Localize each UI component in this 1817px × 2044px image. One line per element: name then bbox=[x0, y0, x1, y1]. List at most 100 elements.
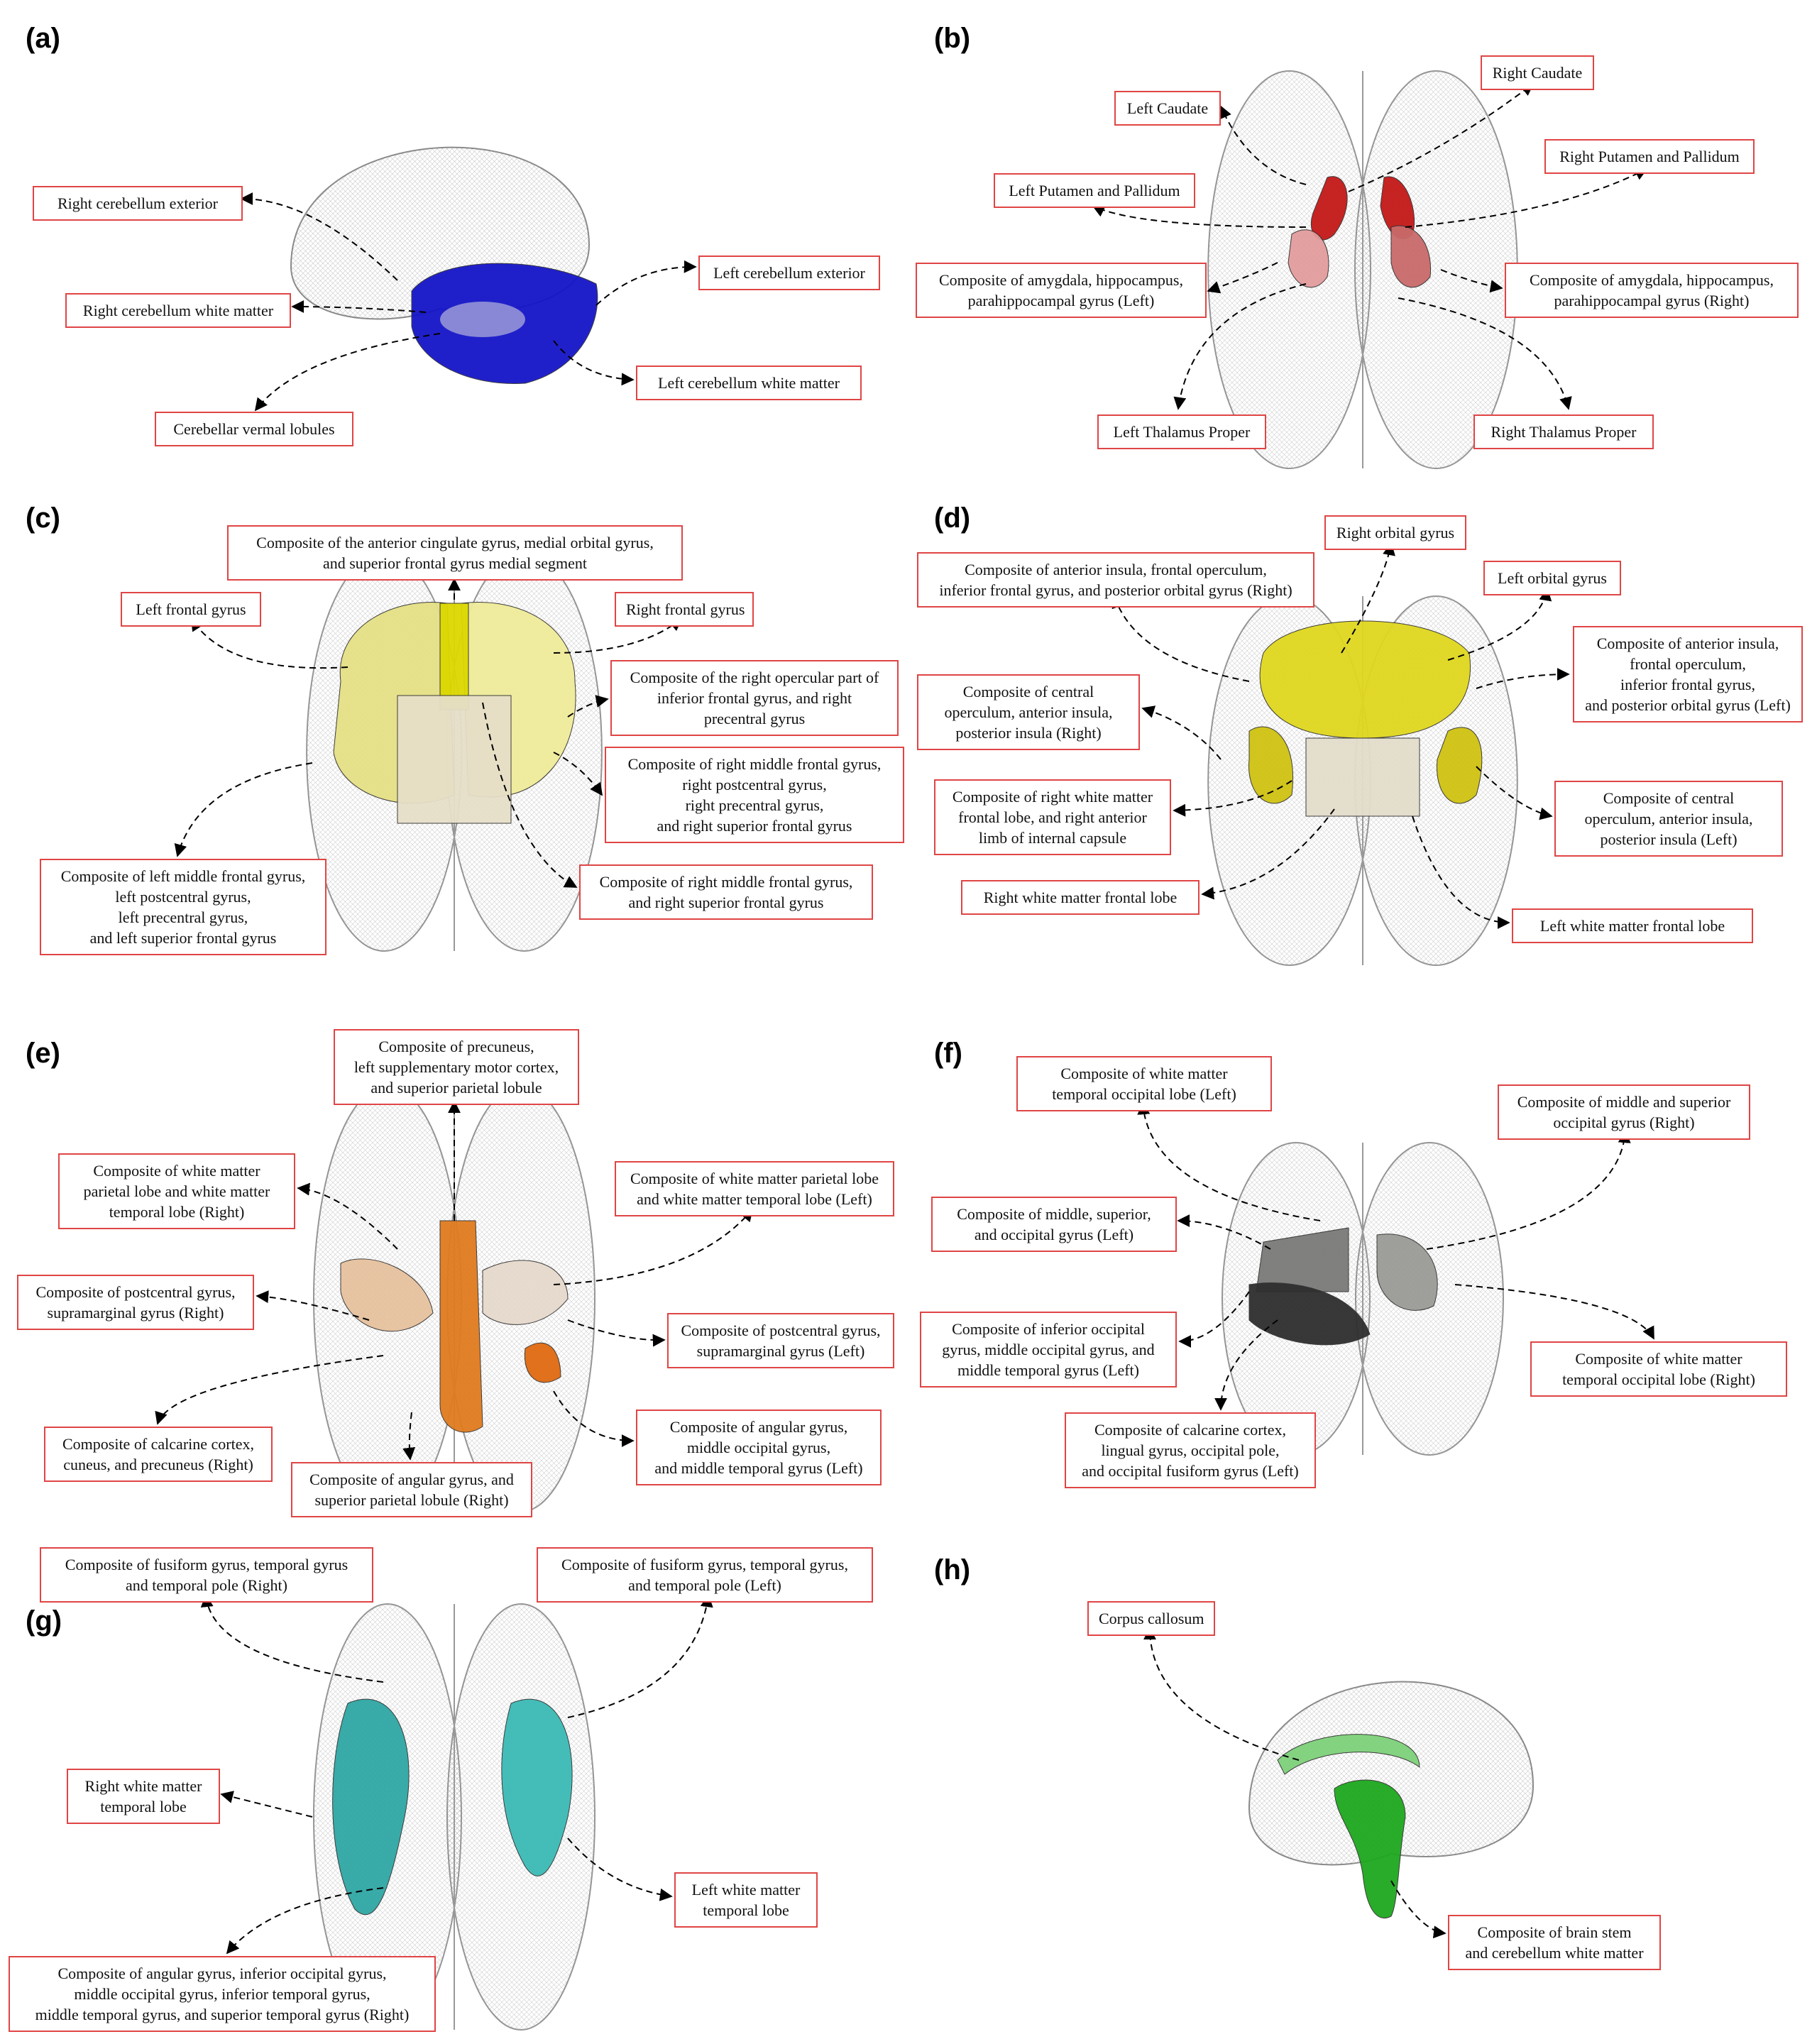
label-box-d-3: Composite of anterior insula,frontal ope… bbox=[1573, 626, 1803, 722]
brain-renderings bbox=[290, 70, 1535, 2031]
label-line: left precentral gyrus, bbox=[118, 908, 248, 926]
label-line: posterior insula (Right) bbox=[955, 724, 1102, 742]
label-box-c-4: Composite of right middle frontal gyrus,… bbox=[605, 747, 904, 843]
label-line: Left Thalamus Proper bbox=[1113, 423, 1251, 441]
label-box-b-6: Left Thalamus Proper bbox=[1097, 414, 1266, 449]
label-line: Composite of right middle frontal gyrus, bbox=[627, 755, 882, 773]
label-box-g-1: Composite of fusiform gyrus, temporal gy… bbox=[537, 1547, 873, 1603]
label-line: parietal lobe and white matter bbox=[83, 1182, 270, 1200]
label-box-g-0: Composite of fusiform gyrus, temporal gy… bbox=[40, 1547, 373, 1603]
label-line: middle occipital gyrus, inferior tempora… bbox=[74, 1985, 370, 2003]
panel-letter-h: (h) bbox=[934, 1554, 971, 1586]
label-box-c-6: Composite of right middle frontal gyrus,… bbox=[579, 864, 873, 920]
label-line: Left white matter frontal lobe bbox=[1539, 917, 1725, 935]
label-box-h-0: Corpus callosum bbox=[1087, 1601, 1215, 1636]
label-box-e-4: Composite of postcentral gyrus,supramarg… bbox=[667, 1313, 894, 1368]
label-line: right precentral gyrus, bbox=[685, 796, 824, 814]
label-line: and superior parietal lobule bbox=[370, 1079, 542, 1097]
panel-letter-d: (d) bbox=[934, 502, 971, 534]
leader-arrow-a-4 bbox=[254, 333, 441, 412]
label-box-d-7: Right white matter frontal lobe bbox=[961, 880, 1200, 915]
label-box-g-4: Composite of angular gyrus, inferior occ… bbox=[9, 1956, 436, 2032]
label-line: Composite of white matter bbox=[1575, 1350, 1742, 1368]
orbital-d bbox=[1259, 620, 1471, 739]
label-line: Composite of right white matter bbox=[952, 788, 1153, 806]
angular-e bbox=[524, 1342, 561, 1383]
left-putamen-b bbox=[1288, 229, 1329, 288]
leader-arrow-d-0 bbox=[1341, 542, 1395, 654]
brain-stem-h bbox=[1334, 1779, 1406, 1918]
leader-arrow-e-5 bbox=[155, 1355, 384, 1425]
label-line: Corpus callosum bbox=[1099, 1610, 1204, 1627]
label-line: occipital gyrus (Right) bbox=[1553, 1114, 1695, 1131]
label-line: Composite of left middle frontal gyrus, bbox=[60, 867, 306, 885]
label-line: and left superior frontal gyrus bbox=[89, 929, 277, 947]
label-line: Composite of angular gyrus, and bbox=[309, 1471, 514, 1488]
leader-arrow-e-1 bbox=[297, 1182, 398, 1250]
leader-arrow-a-1 bbox=[595, 260, 697, 306]
label-line: Left frontal gyrus bbox=[136, 600, 246, 618]
label-box-c-1: Left frontal gyrus bbox=[121, 592, 261, 627]
leader-arrow-h-1 bbox=[1390, 1880, 1447, 1939]
leader-arrow-d-2 bbox=[1447, 588, 1552, 661]
leader-arrow-d-7 bbox=[1201, 808, 1335, 900]
leader-arrow-d-4 bbox=[1141, 705, 1222, 760]
leader-arrow-b-7 bbox=[1398, 297, 1572, 410]
label-line: Composite of fusiform gyrus, temporal gy… bbox=[65, 1556, 348, 1573]
panel-letter-c: (c) bbox=[26, 502, 60, 534]
label-line: Right frontal gyrus bbox=[626, 600, 745, 618]
leader-arrow-b-5 bbox=[1440, 269, 1503, 293]
occ-left-f bbox=[1256, 1227, 1349, 1292]
label-line: operculum, anterior insula, bbox=[944, 703, 1113, 721]
label-box-b-4: Composite of amygdala, hippocampus,parah… bbox=[916, 263, 1207, 318]
label-line: Right Thalamus Proper bbox=[1491, 423, 1637, 441]
leader-arrow-f-2 bbox=[1177, 1214, 1271, 1250]
leader-arrow-d-3 bbox=[1476, 668, 1570, 689]
leader-arrow-b-6 bbox=[1173, 283, 1307, 410]
white-matter-c bbox=[397, 695, 512, 824]
label-line: Right orbital gyrus bbox=[1336, 524, 1455, 542]
leader-arrow-d-6 bbox=[1476, 766, 1553, 820]
label-line: Composite of white matter parietal lobe bbox=[630, 1170, 879, 1187]
label-line: Right Caudate bbox=[1492, 64, 1583, 82]
leader-arrow-b-3 bbox=[1092, 205, 1307, 228]
label-box-b-5: Composite of amygdala, hippocampus,parah… bbox=[1505, 263, 1799, 318]
precuneus-e bbox=[439, 1220, 483, 1433]
leader-arrow-g-3 bbox=[567, 1837, 673, 1901]
label-line: Composite of central bbox=[1603, 789, 1735, 807]
leader-arrow-e-6 bbox=[402, 1412, 416, 1461]
label-line: Composite of angular gyrus, inferior occ… bbox=[57, 1965, 387, 1982]
label-line: Composite of the anterior cingulate gyru… bbox=[256, 534, 654, 551]
leader-arrow-c-6 bbox=[482, 702, 578, 888]
label-line: Left orbital gyrus bbox=[1498, 569, 1607, 587]
label-line: posterior insula (Left) bbox=[1600, 830, 1738, 848]
leader-arrow-d-5 bbox=[1173, 780, 1292, 817]
label-box-e-5: Composite of calcarine cortex,cuneus, an… bbox=[44, 1427, 273, 1482]
label-line: Composite of angular gyrus, bbox=[669, 1418, 848, 1436]
label-line: Composite of postcentral gyrus, bbox=[35, 1283, 236, 1301]
leader-arrow-b-0 bbox=[1348, 82, 1535, 192]
label-line: inferior frontal gyrus, and right bbox=[657, 689, 852, 707]
leader-arrow-b-4 bbox=[1207, 262, 1278, 294]
label-box-f-2: Composite of middle, superior,and occipi… bbox=[931, 1197, 1177, 1252]
label-line: and occipital gyrus (Left) bbox=[974, 1226, 1134, 1243]
label-box-d-1: Composite of anterior insula, frontal op… bbox=[917, 552, 1314, 608]
leader-arrow-a-0 bbox=[240, 192, 398, 281]
panel-letter-e: (e) bbox=[26, 1038, 60, 1069]
label-line: Right cerebellum white matter bbox=[82, 302, 274, 319]
label-line: parahippocampal gyrus (Left) bbox=[967, 292, 1155, 309]
label-box-e-0: Composite of precuneus,left supplementar… bbox=[334, 1029, 579, 1105]
label-line: middle temporal gyrus, and superior temp… bbox=[35, 2006, 410, 2023]
label-line: and middle temporal gyrus (Left) bbox=[654, 1459, 863, 1477]
label-line: inferior frontal gyrus, bbox=[1620, 676, 1755, 693]
label-line: Right cerebellum exterior bbox=[57, 194, 219, 212]
label-line: Right Putamen and Pallidum bbox=[1559, 148, 1740, 165]
label-line: limb of internal capsule bbox=[978, 829, 1127, 847]
label-line: superior parietal lobule (Right) bbox=[314, 1491, 509, 1509]
